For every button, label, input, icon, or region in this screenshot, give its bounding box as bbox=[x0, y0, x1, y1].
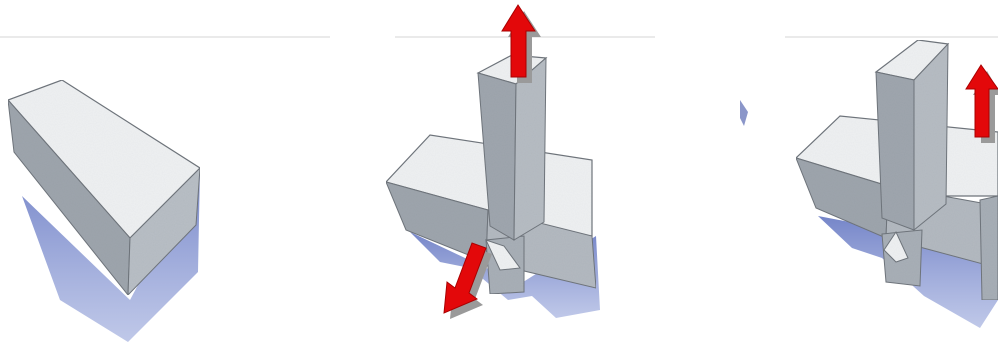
panel-3-left-sliver bbox=[740, 100, 748, 126]
panel-2 bbox=[386, 5, 600, 319]
cross-block bbox=[386, 55, 596, 294]
tower-right-face bbox=[514, 58, 546, 240]
panel-3 bbox=[740, 40, 998, 328]
tower-3-left-face bbox=[876, 72, 914, 230]
panel-1 bbox=[8, 80, 200, 342]
cross-3-right-wall bbox=[980, 196, 998, 300]
